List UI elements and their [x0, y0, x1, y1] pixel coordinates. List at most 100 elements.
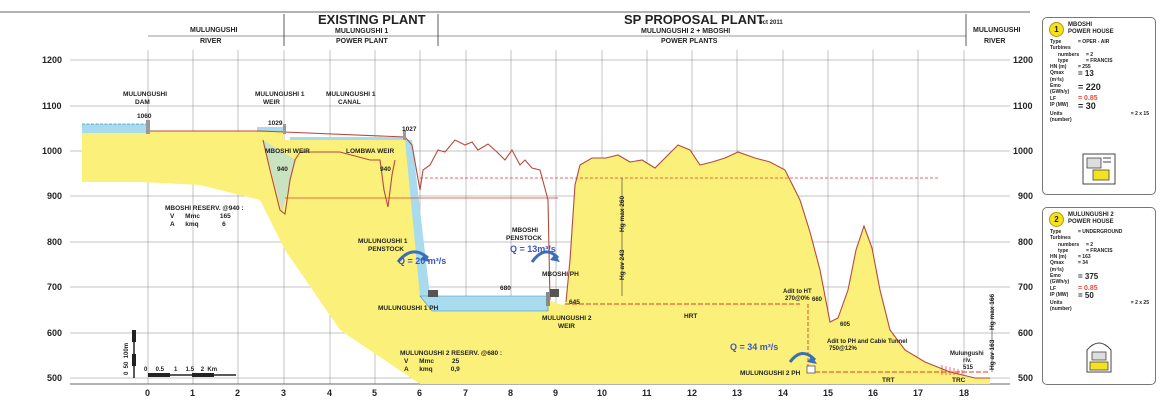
existing-plant-title: EXISTING PLANT — [318, 12, 426, 27]
y-axis-right: 1200 1100 1000 900 800 700 600 500 — [1013, 55, 1033, 383]
hg-av-2: Hg av 163 — [989, 339, 996, 370]
underground-power-house-icon — [1086, 342, 1112, 373]
x-tick-label: 18 — [959, 388, 969, 398]
mboshi-reserv-title: MBOSHI RESERV. @940 : — [165, 205, 244, 212]
level-605-label: 605 — [840, 322, 851, 328]
y-tick-label: 500 — [1018, 373, 1033, 383]
trc-hatch — [941, 365, 963, 375]
weir1-wall — [283, 124, 286, 134]
mboshi-ph-label: MBOSHI PH — [542, 271, 579, 278]
x-tick-label: 6 — [417, 388, 422, 398]
row-value: = 2 — [1086, 241, 1094, 248]
weir1-level-label: 1029 — [268, 120, 283, 127]
x-tick-label: 16 — [868, 388, 878, 398]
x-tick-label: 15 — [823, 388, 833, 398]
ph2-label: MULUNGUSHI 2 PH — [740, 370, 801, 377]
row-value: = 50 — [1078, 290, 1094, 300]
lombwa-weir-label: LOMBWA WEIR — [346, 148, 394, 155]
x-tick-label: 0 — [145, 388, 150, 398]
row-value: = 0.85 — [1078, 284, 1098, 292]
level-660-label: 660 — [812, 297, 823, 303]
row-key: Turbines — [1050, 235, 1071, 242]
flow-label-1: Q = 20 m³/s — [398, 256, 446, 266]
lombwa-weir-level: 940 — [380, 166, 391, 173]
y-tick-label: 1100 — [42, 101, 62, 111]
section-label-river-right-1: MULUNGUSHI — [973, 27, 1020, 34]
weir1-label-1: MULUNGUSHI 1 — [255, 91, 305, 98]
x-tick-label: 5 — [372, 388, 377, 398]
mboshi-reserv-a: A kmq 6 — [170, 221, 226, 228]
y-tick-label: 900 — [1018, 191, 1033, 201]
panel-number-badge: 1 — [1049, 22, 1064, 37]
mboshi-weir-profile — [262, 139, 396, 216]
row-key: HN (m) — [1050, 64, 1067, 71]
ph1-symbol — [428, 290, 438, 297]
x-tick-label: 2 — [235, 388, 240, 398]
sp-plant-sub-2: POWER PLANTS — [661, 38, 718, 45]
row-key: Units (number) — [1050, 299, 1072, 313]
mboshi-weir-level: 940 — [277, 166, 288, 173]
section-label-river-left-1: MULUNGUSHI — [190, 27, 237, 34]
river-level-label-3: 515 — [963, 365, 974, 371]
y-tick-label: 600 — [1018, 328, 1033, 338]
adit-ht-label-2: 270@0% — [785, 296, 810, 302]
weir1-label-2: WEIR — [263, 99, 280, 106]
x-tick-label: 13 — [732, 388, 742, 398]
trt-label: TRT — [882, 377, 895, 384]
flow-arrow-3-head — [807, 356, 817, 364]
mboshi-weir-label: MBOSHI WEIR — [265, 148, 310, 155]
row-key: Emo (GWh/y) — [1050, 83, 1070, 96]
river-level-label-2: riv. — [963, 358, 972, 364]
x-tick-label: 3 — [281, 388, 286, 398]
x-tick-label: 7 — [463, 388, 468, 398]
mboshi-reserv-v: V Mmc 165 — [170, 213, 231, 220]
sp-plant-sub-1: MULUNGUSHI 2 + MBOSHI — [641, 28, 730, 35]
row-key: LF — [1050, 285, 1057, 292]
row-value: = 34 — [1078, 260, 1088, 267]
existing-plant-sub-1: MULUNGUSHI 1 — [335, 28, 388, 35]
flow-arrow-1-head — [420, 254, 430, 262]
y-tick-label: 800 — [1018, 237, 1033, 247]
x-tick-label: 10 — [597, 388, 607, 398]
row-value: = 2 x 25 — [1130, 299, 1149, 306]
x-tick-label: 1 — [190, 388, 195, 398]
section-label-river-left-2: RIVER — [200, 38, 221, 45]
hg-max-1: Hg max 260 — [619, 195, 626, 232]
y-tick-label: 700 — [47, 282, 62, 292]
adit-ph-label-1: Adit to PH and Cable Tunnel — [827, 339, 908, 345]
weir1-water — [257, 127, 284, 132]
section-label-river-right-2: RIVER — [984, 38, 1005, 45]
row-value: = FRANCIS — [1086, 247, 1113, 254]
row-value: = FRANCIS — [1086, 57, 1113, 64]
y-tick-label: 500 — [47, 373, 62, 383]
reservoir2-level: 680 — [500, 285, 511, 292]
row-key: numbers — [1058, 241, 1080, 248]
weir2-label-1: MULUNGUSHI 2 — [542, 315, 592, 322]
y-tick-label: 700 — [1018, 282, 1033, 292]
dam-label-2: DAM — [135, 99, 150, 106]
row-key: IP (MW) — [1050, 291, 1069, 298]
row-value: = UNDERGROUND — [1078, 229, 1123, 235]
weir2-label-2: WEIR — [558, 323, 575, 330]
y-tick-label: 1100 — [1013, 101, 1033, 111]
row-value: = 220 — [1078, 82, 1101, 93]
row-key: Emo (GWh/y) — [1050, 273, 1070, 286]
row-key: Type — [1050, 229, 1062, 235]
row-key: Type — [1050, 39, 1062, 45]
y-tick-label: 1000 — [42, 146, 62, 156]
y-tick-label: 1000 — [1013, 146, 1033, 156]
row-value: = 30 — [1078, 100, 1096, 111]
x-axis-labels: 0 1 2 3 4 5 6 7 8 9 10 11 12 13 14 15 16… — [145, 388, 969, 398]
x-tick-label: 14 — [778, 388, 788, 398]
scale-bar — [132, 330, 236, 378]
row-key: Qmax (m³/s) — [1050, 70, 1064, 83]
row-key: Turbines — [1050, 45, 1071, 52]
mboshi-reservoir-dip — [263, 140, 296, 212]
row-value: = 375 — [1078, 272, 1099, 282]
dam-reservoir-water — [82, 124, 148, 133]
weir2-wall — [546, 292, 550, 306]
hrt-label: HRT — [684, 313, 697, 320]
